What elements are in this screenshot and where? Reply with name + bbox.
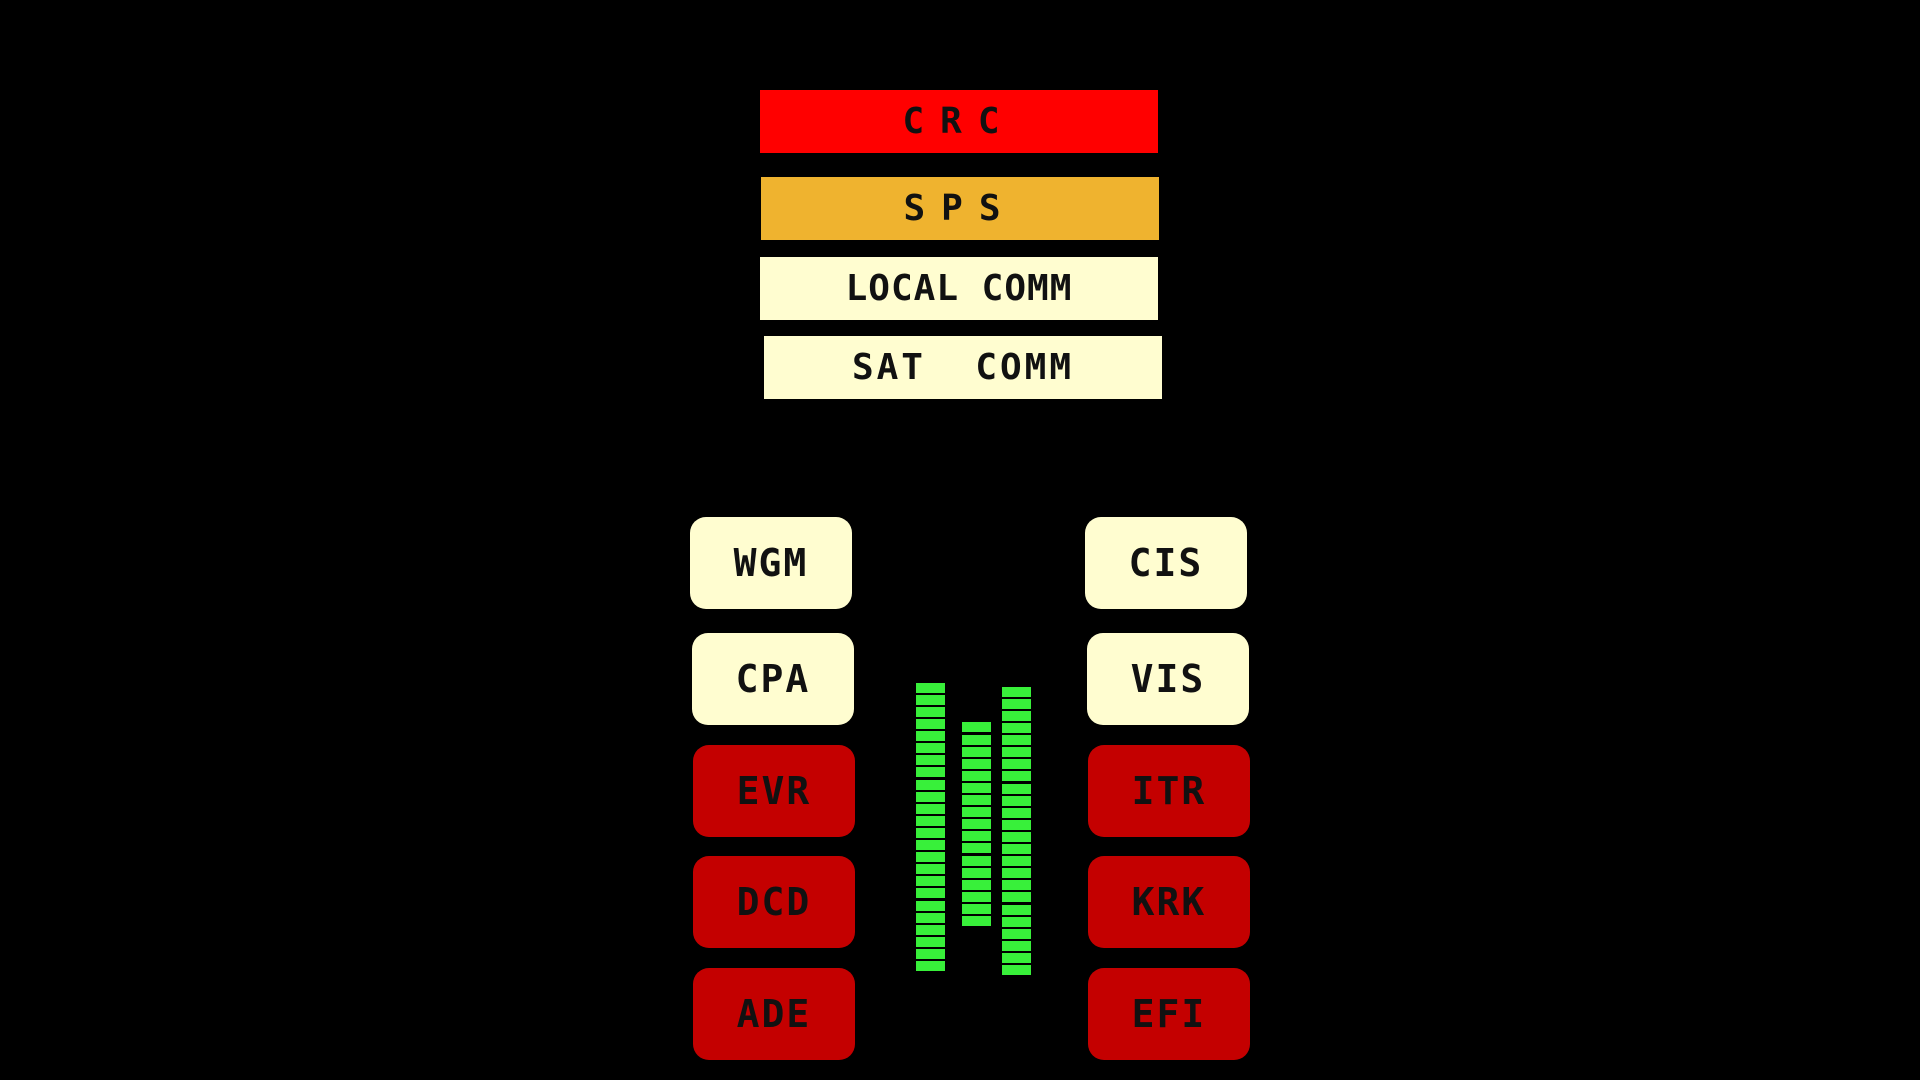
meter-segment <box>962 758 991 769</box>
meter-segment <box>1002 698 1031 709</box>
meter-segment <box>1002 795 1031 806</box>
meter-segment <box>962 867 991 878</box>
meter-segment <box>1002 965 1031 975</box>
meter-segment <box>916 912 945 923</box>
meter-segment <box>916 888 945 899</box>
meter-segment <box>962 891 991 902</box>
meter-segment <box>1002 710 1031 721</box>
meter-segment <box>1002 844 1031 854</box>
meter-segment <box>962 831 991 842</box>
meter-segment <box>1002 723 1031 733</box>
meter-segment <box>962 770 991 781</box>
meter-segment <box>916 876 945 887</box>
meter-segment <box>916 924 945 935</box>
meter-segment <box>962 916 991 926</box>
meter-segment <box>1002 892 1031 903</box>
meter-segment <box>1002 747 1031 758</box>
meter-segment <box>1002 807 1031 818</box>
meter-segment <box>962 819 991 830</box>
meter-segment <box>1002 686 1031 697</box>
meter-segment <box>962 734 991 745</box>
cis-button[interactable]: CIS <box>1085 517 1247 609</box>
meter-segment <box>1002 904 1031 915</box>
dcd-button[interactable]: DCD <box>693 856 855 948</box>
meter-segment <box>916 948 945 959</box>
evr-button[interactable]: EVR <box>693 745 855 837</box>
meter-segment <box>916 852 945 863</box>
meter-segment <box>916 743 945 754</box>
efi-button[interactable]: EFI <box>1088 968 1250 1060</box>
meter-segment <box>962 843 991 854</box>
meter-segment <box>962 855 991 866</box>
meter-segment <box>1002 880 1031 891</box>
meter-segment <box>1002 759 1031 770</box>
meter-segment <box>1002 735 1031 746</box>
meter-segment <box>1002 783 1031 794</box>
meter-segment <box>916 731 945 742</box>
meter-segment <box>916 803 945 814</box>
meter-segment <box>1002 831 1031 842</box>
meter-segment <box>916 900 945 911</box>
meter-segment <box>1002 771 1031 782</box>
meter-segment <box>962 782 991 793</box>
meter-segment <box>962 807 991 818</box>
meter-segment <box>916 755 945 766</box>
meter-segment <box>962 746 991 757</box>
crc-status-bar[interactable]: CRC <box>760 90 1158 153</box>
itr-button[interactable]: ITR <box>1088 745 1250 837</box>
meter-segment <box>1002 952 1031 963</box>
meter-segment <box>916 767 945 778</box>
meter-segment <box>916 694 945 705</box>
meter-segment <box>916 815 945 826</box>
meter-segment <box>916 840 945 850</box>
wgm-button[interactable]: WGM <box>690 517 852 609</box>
meter-segment <box>1002 868 1031 879</box>
sps-status-bar[interactable]: SPS <box>761 177 1159 240</box>
meter-segment <box>916 779 945 790</box>
meter-segment <box>962 722 991 733</box>
sat-comm-status-bar[interactable]: SAT COMM <box>764 336 1162 399</box>
ade-button[interactable]: ADE <box>693 968 855 1060</box>
meter-segment <box>1002 856 1031 867</box>
meter-segment <box>1002 928 1031 939</box>
meter-segment <box>962 795 991 805</box>
meter-segment <box>1002 819 1031 830</box>
meter-segment <box>916 827 945 838</box>
meter-segment <box>916 864 945 875</box>
meter-segment <box>916 791 945 802</box>
local-comm-status-bar[interactable]: LOCAL COMM <box>760 257 1158 320</box>
vis-button[interactable]: VIS <box>1087 633 1249 725</box>
meter-segment <box>916 961 945 971</box>
meter-segment <box>962 879 991 890</box>
meter-segment <box>1002 940 1031 951</box>
meter-segment <box>916 682 945 693</box>
cpa-button[interactable]: CPA <box>692 633 854 725</box>
meter-segment <box>916 936 945 947</box>
krk-button[interactable]: KRK <box>1088 856 1250 948</box>
meter-segment <box>916 719 945 729</box>
meter-segment <box>1002 916 1031 927</box>
meter-segment <box>962 903 991 914</box>
meter-segment <box>916 706 945 717</box>
